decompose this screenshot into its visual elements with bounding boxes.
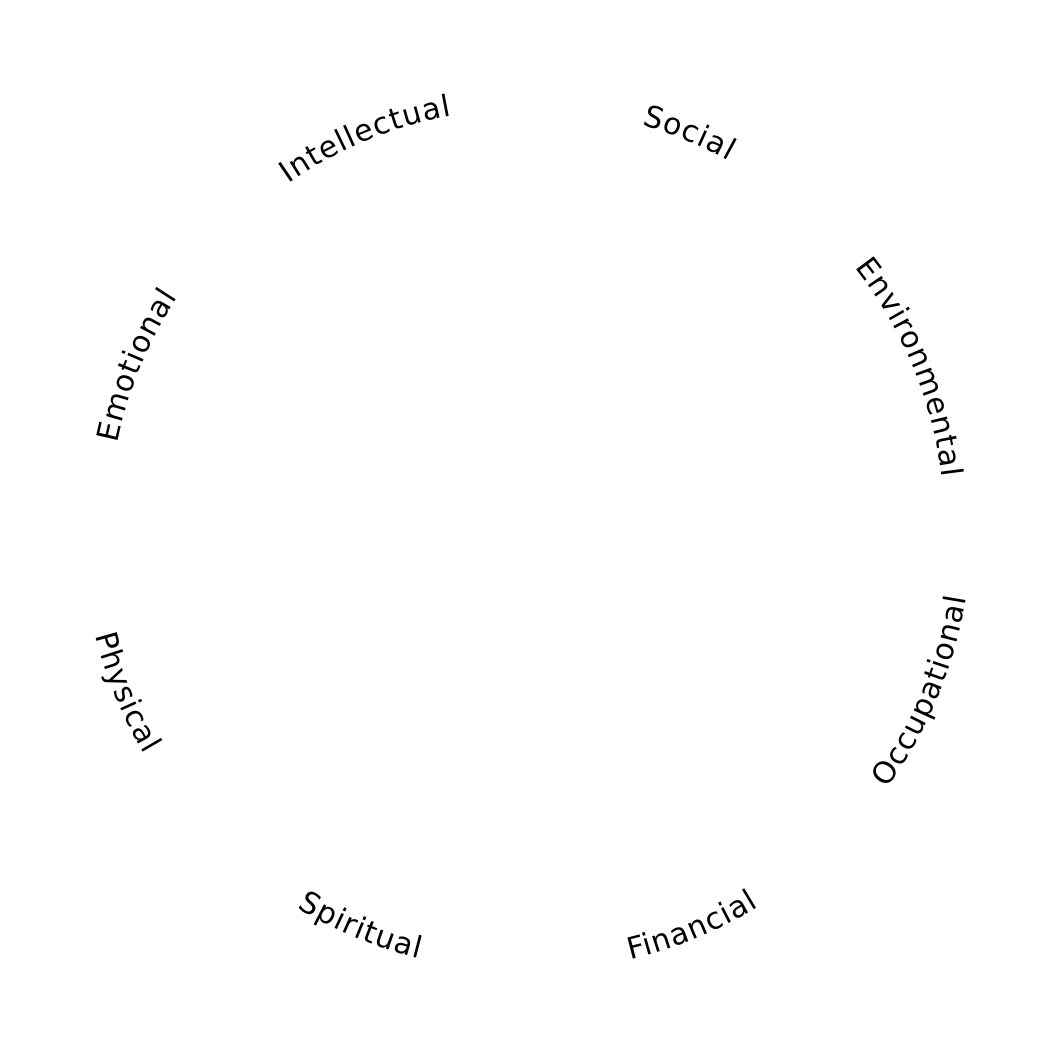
segment-label-text: Intellectual xyxy=(273,89,453,190)
segment-label-text: Emotional xyxy=(91,281,184,444)
segment-label-physical: Physical xyxy=(87,628,168,759)
segment-label-occupational: Occupational xyxy=(864,592,973,793)
segment-label-text: Physical xyxy=(87,628,167,759)
segment-label-intellectual: Intellectual xyxy=(273,89,454,190)
segment-label-financial: Financial xyxy=(623,883,763,967)
segment-label-social: Social xyxy=(639,99,742,168)
segment-label-text: Spiritual xyxy=(293,884,426,966)
segment-label-spiritual: Spiritual xyxy=(293,884,427,966)
segment-label-text: Environmental xyxy=(848,251,968,479)
segment-label-emotional: Emotional xyxy=(91,281,185,444)
segment-label-text: Social xyxy=(639,99,741,168)
segment-label-text: Financial xyxy=(623,883,762,967)
segment-label-environmental: Environmental xyxy=(848,251,969,479)
segment-label-text: Occupational xyxy=(864,592,972,793)
